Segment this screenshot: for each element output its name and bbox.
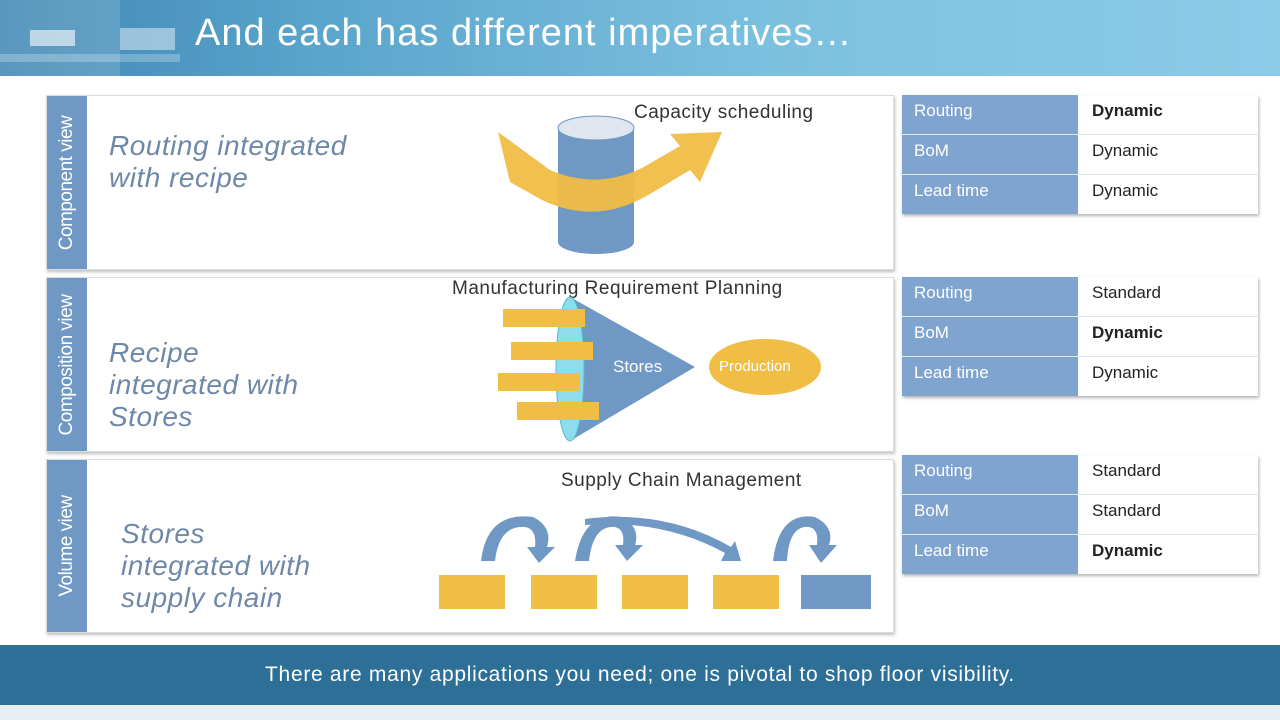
table-value: Dynamic (1092, 363, 1159, 382)
table-row: Routing Dynamic (902, 95, 1258, 135)
table-value: Dynamic (1092, 323, 1163, 342)
panel-side-tab: Composition view (47, 278, 87, 451)
funnel-shape (570, 297, 695, 441)
curved-arrow (585, 516, 741, 561)
panel-description-line: integrated with (121, 550, 311, 581)
input-bar (503, 309, 585, 327)
panel-description-line: Stores (121, 518, 205, 549)
input-bar (517, 402, 599, 420)
table-key: Routing (902, 95, 1078, 134)
panel-description-line: supply chain (121, 582, 283, 613)
table-value: Dynamic (1092, 141, 1159, 160)
diagram-title: Capacity scheduling (634, 102, 814, 123)
chain-node (439, 575, 505, 609)
mrp-funnel-diagram (498, 296, 821, 442)
production-circle (709, 339, 821, 395)
panel-tab-label: Component view (56, 115, 77, 250)
panel-tab-label: Volume view (56, 495, 77, 597)
chain-node (713, 575, 779, 609)
table-value: Standard (1092, 283, 1161, 302)
table-row: Routing Standard (902, 277, 1258, 317)
input-bar (511, 342, 593, 360)
table-row: Lead time Dynamic (902, 535, 1258, 574)
table-row: BoM Dynamic (902, 317, 1258, 357)
curved-arrow (575, 516, 643, 561)
table-value: Dynamic (1092, 101, 1163, 120)
chain-node (622, 575, 688, 609)
curved-arrow (481, 516, 555, 563)
slide-title: And each has different imperatives… (195, 12, 853, 54)
chain-node (801, 575, 871, 609)
supply-chain-diagram (439, 516, 871, 609)
table-key: Lead time (902, 357, 1078, 396)
capacity-scheduling-diagram (498, 115, 722, 254)
panel-description-line: Routing integrated (109, 130, 347, 161)
production-label: Production (719, 358, 791, 375)
funnel-label: Stores (613, 357, 663, 376)
table-row: BoM Dynamic (902, 135, 1258, 175)
table-value: Standard (1092, 461, 1161, 480)
header-decoration (30, 30, 75, 46)
panel-description-line: Recipe (109, 337, 200, 368)
curved-arrow (773, 516, 837, 563)
component-view-panel: Component view Routing integrated with r… (46, 95, 894, 270)
panel-side-tab: Component view (47, 96, 87, 269)
diagram-title: Manufacturing Requirement Planning (452, 278, 783, 299)
table-key: BoM (902, 135, 1078, 174)
table-row: BoM Standard (902, 495, 1258, 535)
chain-node (531, 575, 597, 609)
table-value: Standard (1092, 501, 1161, 520)
panel-description: Recipe integrated with Stores (109, 337, 299, 433)
table-row: Routing Standard (902, 455, 1258, 495)
table-key: Lead time (902, 535, 1078, 574)
table-row: Lead time Dynamic (902, 357, 1258, 396)
table-key: BoM (902, 317, 1078, 356)
bottom-strip (0, 705, 1280, 720)
footer-text: There are many applications you need; on… (265, 663, 1015, 686)
table-key: Routing (902, 277, 1078, 316)
table-value: Dynamic (1092, 541, 1163, 560)
panel-description: Routing integrated with recipe (109, 130, 347, 194)
panel-description-line: with recipe (109, 162, 249, 193)
panel-side-tab: Volume view (47, 460, 87, 632)
arrow-shape (498, 132, 722, 212)
panel-tab-label: Composition view (56, 294, 77, 435)
panel-attributes-table: Routing Standard BoM Dynamic Lead time Dyna… (902, 277, 1258, 396)
table-key: Lead time (902, 175, 1078, 214)
table-value: Dynamic (1092, 181, 1159, 200)
slide-footer: There are many applications you need; on… (0, 645, 1280, 705)
slide-header: And each has different imperatives… (0, 0, 1280, 76)
header-decoration (0, 54, 180, 62)
table-key: Routing (902, 455, 1078, 494)
header-decoration (120, 28, 175, 50)
panel-description: Stores integrated with supply chain (121, 518, 311, 614)
input-bar (498, 373, 580, 391)
panel-description-line: Stores (109, 401, 193, 432)
diagram-title: Supply Chain Management (561, 470, 802, 491)
panel-description-line: integrated with (109, 369, 299, 400)
table-row: Lead time Dynamic (902, 175, 1258, 214)
table-key: BoM (902, 495, 1078, 534)
